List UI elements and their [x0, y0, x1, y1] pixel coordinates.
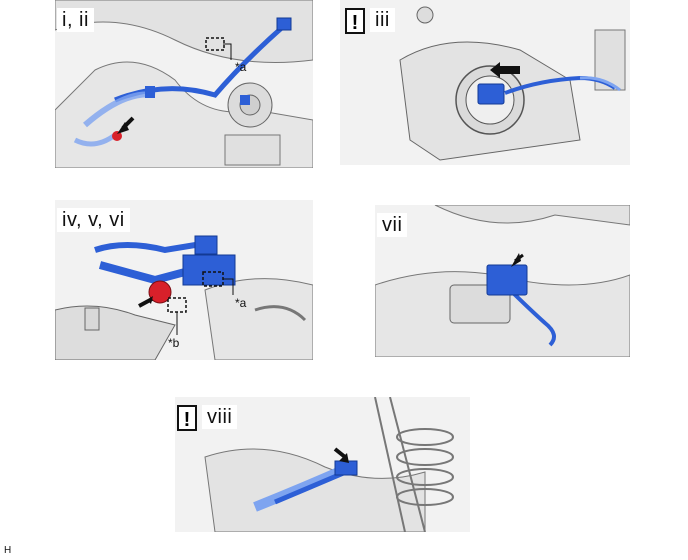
callout-a: *a — [235, 296, 247, 310]
panel-label: iv, v, vi — [57, 208, 130, 232]
illustration-iii — [340, 0, 630, 165]
panel-i-ii: i, ii *a — [55, 0, 313, 168]
panel-label: iii — [370, 8, 395, 32]
panel-label: vii — [377, 213, 408, 237]
warning-icon: ! — [345, 8, 365, 34]
warning-icon: ! — [177, 405, 197, 431]
figure-id: H — [4, 545, 12, 556]
panel-iv-v-vi: iv, v, vi *a *b — [55, 200, 313, 360]
panel-label: i, ii — [57, 8, 94, 32]
illustration-i-ii — [55, 0, 313, 168]
panel-label: viii — [202, 405, 238, 429]
callout-a: *a — [235, 60, 247, 74]
callout-b: *b — [168, 336, 180, 350]
panel-iii: ! iii — [340, 0, 630, 165]
illustration-vii — [375, 205, 630, 357]
panel-vii: vii — [375, 205, 630, 357]
panel-viii: ! viii — [175, 397, 470, 532]
